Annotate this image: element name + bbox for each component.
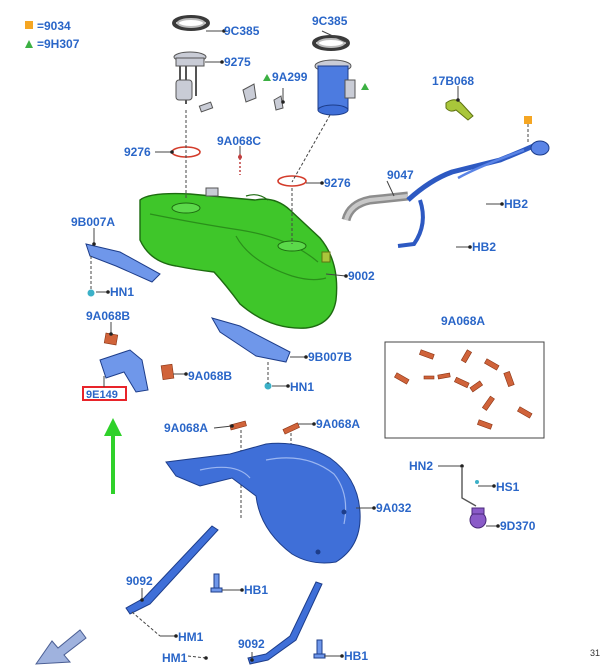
bolt-HB1-upper [210,573,223,593]
label-HM1-a: HM1 [178,630,204,644]
page-number: 31 [590,648,600,658]
part-labels: 9C385 9C385 9275 9A299 17B068 9276 9A068… [71,14,536,665]
legend-code-triangle: =9H307 [37,37,80,51]
bolt-HB1-lower [313,639,326,659]
label-HN2: HN2 [409,459,433,473]
label-HS1: HS1 [496,480,520,494]
view-direction-arrow-icon [35,629,87,665]
label-highlighted-part: 9E149 [86,389,118,401]
label-9276-b: 9276 [324,176,351,190]
legend-square-icon [25,21,33,29]
valve-9D370 [461,468,487,529]
legend: =9034 =9H307 [25,19,80,51]
leader-lines [90,30,502,660]
skid-plate-9A032 [165,442,361,564]
label-HB1-a: HB1 [244,583,268,597]
nut-HN1-lower [264,382,272,390]
label-9A068C: 9A068C [217,134,261,148]
label-9A068B-a: 9A068B [86,309,130,323]
fuel-pump-module [314,59,356,116]
gasket-9C385-left [172,15,210,31]
label-9B007B: 9B007B [308,350,352,364]
label-9276-a: 9276 [124,145,151,159]
fuel-tank-9002 [139,187,338,329]
legend-triangle-icon [25,40,33,48]
label-9A299: 9A299 [272,70,308,84]
label-HB2-b: HB2 [472,240,496,254]
shield-9B007B [210,317,291,363]
pad-9A068B-lower [160,363,175,380]
label-HB2-a: HB2 [504,197,528,211]
bracket-9E149 [99,349,149,393]
label-9275: 9275 [224,55,251,69]
shield-9B007A [85,243,161,283]
label-9002: 9002 [348,269,375,283]
filler-neck-9047 [341,116,550,248]
label-9C385-b: 9C385 [312,14,348,28]
label-HN1-a: HN1 [110,285,134,299]
label-9C385-a: 9C385 [224,24,260,38]
label-HB1-b: HB1 [344,649,368,663]
label-9A068A-a: 9A068A [164,421,208,435]
label-HN1-b: HN1 [290,380,314,394]
label-9A068B-b: 9A068B [188,369,232,383]
label-9A068A-b: 9A068A [316,417,360,431]
gasket-9C385-right [312,35,350,51]
strap-9092-left [125,525,219,615]
stud-9A068C [238,154,242,175]
label-9D370: 9D370 [500,519,536,533]
label-9092-b: 9092 [238,637,265,651]
o-ring-9276-right [277,175,307,187]
strap-9092-right [247,581,323,665]
label-HM1-b: HM1 [162,651,188,665]
nut-HN1-upper [87,289,95,297]
pad-9A068A-right [282,422,300,435]
label-9A032: 9A032 [376,501,412,515]
label-17B068: 17B068 [432,74,474,88]
label-9047: 9047 [387,168,414,182]
fuel-sender-9275 [173,51,214,113]
label-9B007A: 9B007A [71,215,115,229]
pads-detail-box [384,341,545,439]
legend-code-square: =9034 [37,19,71,33]
bracket-9A299 [242,74,369,111]
label-9A068A-box: 9A068A [441,314,485,328]
clip-17B068 [445,99,474,121]
label-9092-a: 9092 [126,574,153,588]
green-arrow-icon [104,418,122,494]
leader-dots [92,29,504,662]
pad-9A068A-left [229,420,247,431]
